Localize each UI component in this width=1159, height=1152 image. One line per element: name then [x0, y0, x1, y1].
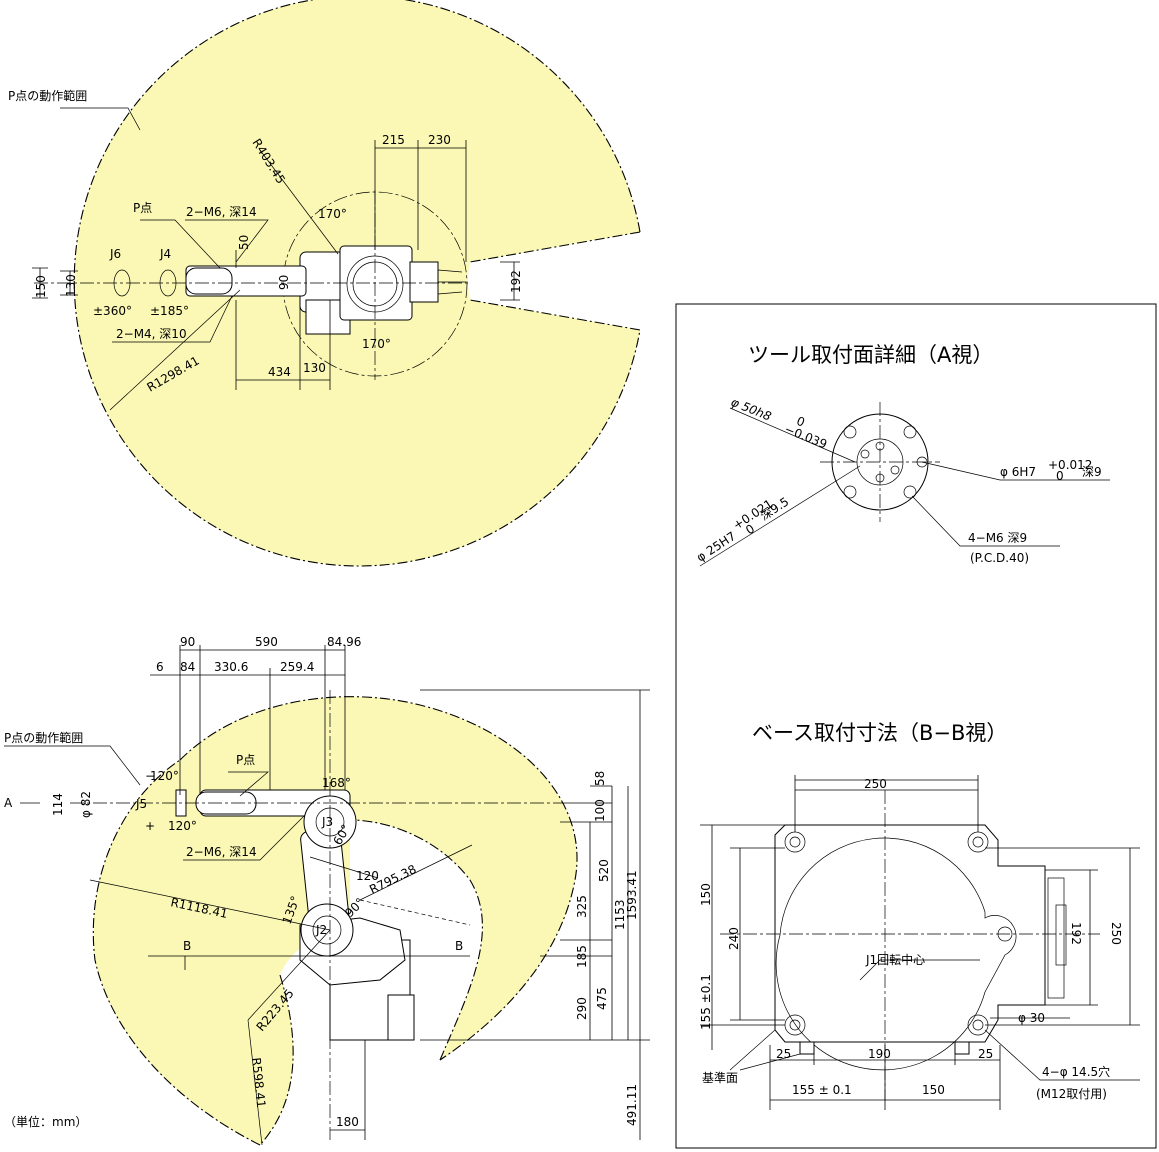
side-dim-90: 90: [180, 635, 195, 649]
side-dim-590: 590: [255, 635, 278, 649]
side-dim-475: 475: [595, 987, 609, 1010]
side-r598: R598.41: [249, 1057, 268, 1109]
tool-phi25-label: φ 25H7 +0.021 0 深9.5: [694, 494, 791, 565]
top-dim-90: 90: [277, 275, 291, 290]
base-datum-label: 基準面: [702, 1070, 738, 1085]
top-dim-192: 192: [509, 270, 523, 293]
top-dim-130: 130: [64, 274, 78, 297]
base-dim-150: 150: [699, 883, 713, 906]
side-dim-520: 520: [597, 859, 611, 882]
side-dim-491: 491.11: [625, 1084, 639, 1126]
base-dim-25-right: 25: [978, 1047, 993, 1061]
base-dim-155-tol: 155 ±0.1: [699, 974, 713, 1030]
top-j4-label: J4: [159, 247, 171, 261]
tool-pcd-label: (P.C.D.40): [970, 551, 1029, 565]
side-dim-290: 290: [575, 997, 589, 1020]
base-dim-150-bottom: 150: [922, 1083, 945, 1097]
tool-phi6-tol-top: +0.012: [1048, 458, 1092, 472]
base-dim-240: 240: [727, 927, 741, 950]
side-angle-168: 168°: [322, 776, 351, 790]
side-section-b-right: B: [455, 939, 463, 953]
top-dim-215: 215: [382, 133, 405, 147]
side-dim-114: 114: [51, 793, 65, 816]
base-dim-250-top: 250: [864, 777, 887, 791]
side-dim-1593: 1593.41: [625, 870, 639, 920]
top-p-point-label: P点: [133, 201, 152, 215]
top-j4-angle: ±185°: [150, 304, 189, 318]
top-angle-top: 170°: [318, 207, 347, 221]
side-dim-330-6: 330.6: [214, 660, 248, 674]
side-dim-120: 120: [356, 869, 379, 883]
side-dim-6: 6: [156, 660, 164, 674]
side-j2-label: J2: [315, 923, 327, 937]
base-dim-192: 192: [1069, 922, 1083, 945]
side-dim-1153: 1153: [613, 899, 627, 930]
base-phi30-label: φ 30: [1018, 1011, 1045, 1025]
tool-face-drawing: [699, 402, 1110, 567]
base-mount-title: ベース取付寸法（B−B視）: [752, 721, 1007, 745]
tool-phi6-label: φ 6H7: [1000, 465, 1036, 479]
tool-m6-label: 4−M6 深9: [968, 531, 1027, 545]
top-view: [32, 0, 641, 567]
tool-face-title: ツール取付面詳細（A視）: [748, 343, 993, 367]
base-dim-250-right: 250: [1109, 922, 1123, 945]
side-dim-185: 185: [575, 945, 589, 968]
top-dim-130b: 130: [303, 361, 326, 375]
top-tap-m4-label: 2−M4, 深10: [116, 327, 187, 341]
top-dim-50: 50: [237, 235, 251, 250]
top-j6-angle: ±360°: [93, 304, 132, 318]
side-p-point-label: P点: [236, 753, 255, 767]
side-dim-259-4: 259.4: [280, 660, 314, 674]
side-tap-m6-label: 2−M6, 深14: [186, 845, 257, 859]
side-j5-down-angle: 120°: [168, 819, 197, 833]
base-holes-note: (M12取付用): [1036, 1087, 1107, 1101]
side-dim-84-96: 84.96: [327, 635, 361, 649]
side-dim-100: 100: [593, 799, 607, 822]
top-j6-label: J6: [109, 247, 121, 261]
top-dim-230: 230: [428, 133, 451, 147]
base-holes-label: 4−φ 14.5穴: [1042, 1064, 1110, 1079]
top-range-label: P点の動作範囲: [8, 88, 87, 103]
base-mount-drawing: [700, 775, 1140, 1110]
top-dim-150: 150: [34, 275, 48, 298]
side-j3-label: J3: [321, 815, 333, 829]
side-dim-325: 325: [575, 895, 589, 918]
top-dim-434: 434: [268, 365, 291, 379]
top-angle-bottom: 170°: [362, 337, 391, 351]
base-dim-190: 190: [868, 1047, 891, 1061]
side-dim-58: 58: [593, 771, 607, 786]
side-view: [4, 645, 650, 1146]
detail-panel-frame: [675, 303, 1157, 1149]
svg-text:φ 50h8: φ 50h8: [729, 395, 774, 424]
side-phi82: φ 82: [79, 791, 93, 818]
side-j5-label: J5: [135, 797, 147, 811]
side-dim-84: 84: [180, 660, 195, 674]
side-view-a-label: A: [4, 796, 13, 810]
svg-text:0: 0: [743, 521, 757, 537]
top-tap-m6-label: 2−M6, 深14: [186, 205, 257, 219]
base-dim-25-left: 25: [776, 1047, 791, 1061]
side-dim-180: 180: [336, 1115, 359, 1129]
tool-phi6-depth: 深9: [1082, 465, 1102, 479]
svg-text:−0.039: −0.039: [783, 422, 829, 452]
tool-phi6-tol-bot: 0: [1056, 469, 1064, 483]
side-minus-sign: −: [145, 769, 155, 783]
svg-text:φ 25H7: φ 25H7: [694, 529, 738, 565]
side-plus-sign: +: [145, 819, 155, 833]
base-j1-center-label: J1回転中心: [865, 952, 925, 967]
tool-phi50-label: φ 50h8 0 −0.039: [729, 395, 829, 452]
side-section-b-left: B: [183, 939, 191, 953]
unit-note: （単位：mm）: [4, 1114, 87, 1129]
side-range-label: P点の動作範囲: [4, 730, 83, 745]
base-dim-155-bottom: 155 ± 0.1: [792, 1083, 852, 1097]
side-j5-up-angle: 120°: [150, 769, 179, 783]
